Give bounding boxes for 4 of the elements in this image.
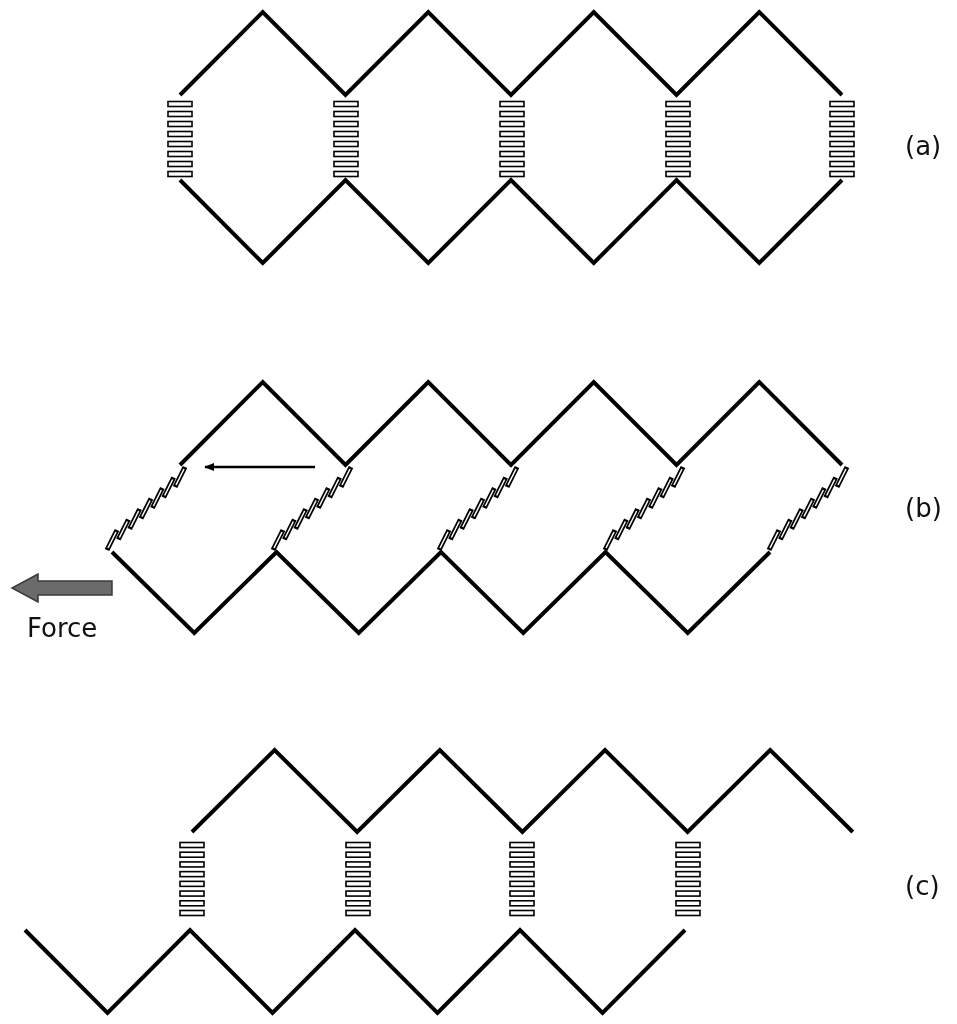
force-label: Force (27, 615, 98, 641)
panel-label: (a) (905, 133, 942, 159)
panel-label: (b) (905, 495, 942, 521)
panel-label: (c) (905, 873, 940, 899)
